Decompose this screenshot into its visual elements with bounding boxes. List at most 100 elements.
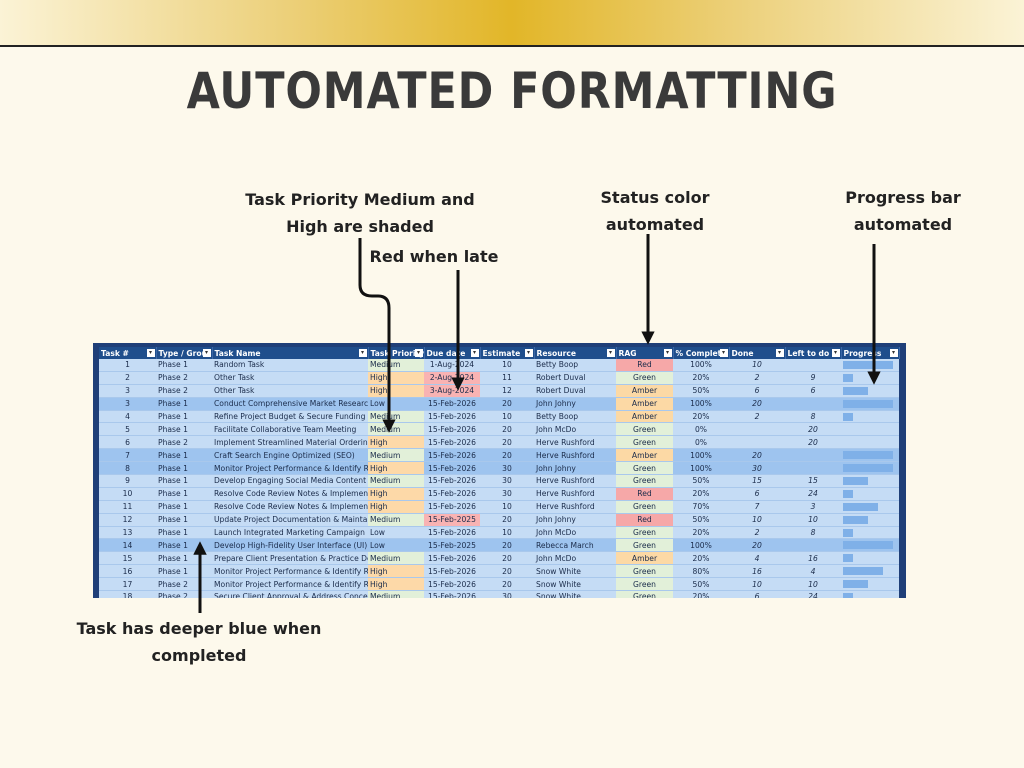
task-name-cell[interactable]: Monitor Project Performance & Identify R… [212,564,368,579]
resource-cell[interactable]: Snow White [534,564,616,579]
filter-dropdown-icon[interactable]: ▾ [146,349,155,357]
resource-cell[interactable]: John McDo [534,551,616,566]
done-cell[interactable]: 6 [729,384,785,398]
percent-complete-cell[interactable]: 20% [673,410,729,424]
column-header[interactable]: Task Name▾ [212,347,369,359]
resource-cell[interactable]: Snow White [534,577,616,592]
filter-dropdown-icon[interactable]: ▾ [775,349,784,357]
task-priority-cell[interactable]: High [368,435,424,450]
progress-cell[interactable] [841,487,899,501]
done-cell[interactable]: 6 [729,590,785,598]
left-to-do-cell[interactable]: 10 [785,513,841,527]
task-number-cell[interactable]: 5 [99,422,156,437]
column-header[interactable]: RAG▾ [616,347,674,359]
percent-complete-cell[interactable]: 100% [673,461,729,476]
task-name-cell[interactable]: Update Project Documentation & Maintain [212,513,368,527]
resource-cell[interactable]: John Johny [534,461,616,476]
done-cell[interactable]: 7 [729,500,785,514]
left-to-do-cell[interactable] [785,538,841,553]
task-name-cell[interactable]: Prepare Client Presentation & Practice D… [212,551,368,566]
task-name-cell[interactable]: Other Task [212,384,368,398]
task-priority-cell[interactable]: Low [368,397,424,411]
resource-cell[interactable]: Herve Rushford [534,474,616,488]
task-priority-cell[interactable]: High [368,564,424,579]
percent-complete-cell[interactable]: 20% [673,371,729,385]
task-type-cell[interactable]: Phase 1 [156,461,212,476]
task-number-cell[interactable]: 16 [99,564,156,579]
done-cell[interactable]: 20 [729,448,785,463]
estimate-cell[interactable]: 20 [480,513,534,527]
resource-cell[interactable]: Robert Duval [534,371,616,385]
left-to-do-cell[interactable]: 24 [785,487,841,501]
estimate-cell[interactable]: 20 [480,577,534,592]
percent-complete-cell[interactable]: 20% [673,487,729,501]
progress-cell[interactable] [841,474,899,488]
task-type-cell[interactable]: Phase 2 [156,435,212,450]
task-priority-cell[interactable]: High [368,461,424,476]
column-header[interactable]: Resource▾ [534,347,617,359]
rag-status-cell[interactable]: Green [616,590,673,598]
task-number-cell[interactable]: 18 [99,590,156,598]
left-to-do-cell[interactable] [785,448,841,463]
due-date-cell[interactable]: 15-Feb-2026 [424,564,480,579]
task-number-cell[interactable]: 14 [99,538,156,553]
estimate-cell[interactable]: 20 [480,551,534,566]
task-number-cell[interactable]: 9 [99,474,156,488]
task-priority-cell[interactable]: Low [368,538,424,553]
left-to-do-cell[interactable]: 9 [785,371,841,385]
task-number-cell[interactable]: 17 [99,577,156,592]
percent-complete-cell[interactable]: 100% [673,397,729,411]
task-priority-cell[interactable]: Medium [368,551,424,566]
resource-cell[interactable]: John Johny [534,513,616,527]
resource-cell[interactable]: John McDo [534,526,616,540]
progress-cell[interactable] [841,397,899,411]
percent-complete-cell[interactable]: 50% [673,384,729,398]
task-number-cell[interactable]: 1 [99,359,156,372]
filter-dropdown-icon[interactable]: ▾ [524,349,533,357]
task-type-cell[interactable]: Phase 1 [156,526,212,540]
done-cell[interactable]: 10 [729,359,785,372]
progress-cell[interactable] [841,359,899,372]
percent-complete-cell[interactable]: 0% [673,435,729,450]
resource-cell[interactable]: Herve Rushford [534,448,616,463]
progress-cell[interactable] [841,577,899,592]
resource-cell[interactable]: Snow White [534,590,616,598]
percent-complete-cell[interactable]: 100% [673,448,729,463]
task-number-cell[interactable]: 12 [99,513,156,527]
task-number-cell[interactable]: 4 [99,410,156,424]
estimate-cell[interactable]: 30 [480,487,534,501]
rag-status-cell[interactable]: Amber [616,551,673,566]
estimate-cell[interactable]: 20 [480,448,534,463]
percent-complete-cell[interactable]: 100% [673,538,729,553]
resource-cell[interactable]: John McDo [534,422,616,437]
task-number-cell[interactable]: 2 [99,371,156,385]
left-to-do-cell[interactable]: 15 [785,474,841,488]
resource-cell[interactable]: Robert Duval [534,384,616,398]
left-to-do-cell[interactable]: 8 [785,410,841,424]
filter-dropdown-icon[interactable]: ▾ [663,349,672,357]
done-cell[interactable]: 16 [729,564,785,579]
task-priority-cell[interactable]: High [368,487,424,501]
task-priority-cell[interactable]: Medium [368,474,424,488]
percent-complete-cell[interactable]: 50% [673,577,729,592]
task-type-cell[interactable]: Phase 2 [156,590,212,598]
filter-dropdown-icon[interactable]: ▾ [719,349,728,357]
rag-status-cell[interactable]: Green [616,435,673,450]
rag-status-cell[interactable]: Red [616,359,673,372]
task-name-cell[interactable]: Implement Streamlined Material Ordering [212,435,368,450]
filter-dropdown-icon[interactable]: ▾ [358,349,367,357]
estimate-cell[interactable]: 10 [480,359,534,372]
task-name-cell[interactable]: Launch Integrated Marketing Campaign [212,526,368,540]
rag-status-cell[interactable]: Green [616,422,673,437]
due-date-cell[interactable]: 15-Feb-2026 [424,461,480,476]
task-type-cell[interactable]: Phase 1 [156,513,212,527]
percent-complete-cell[interactable]: 50% [673,474,729,488]
